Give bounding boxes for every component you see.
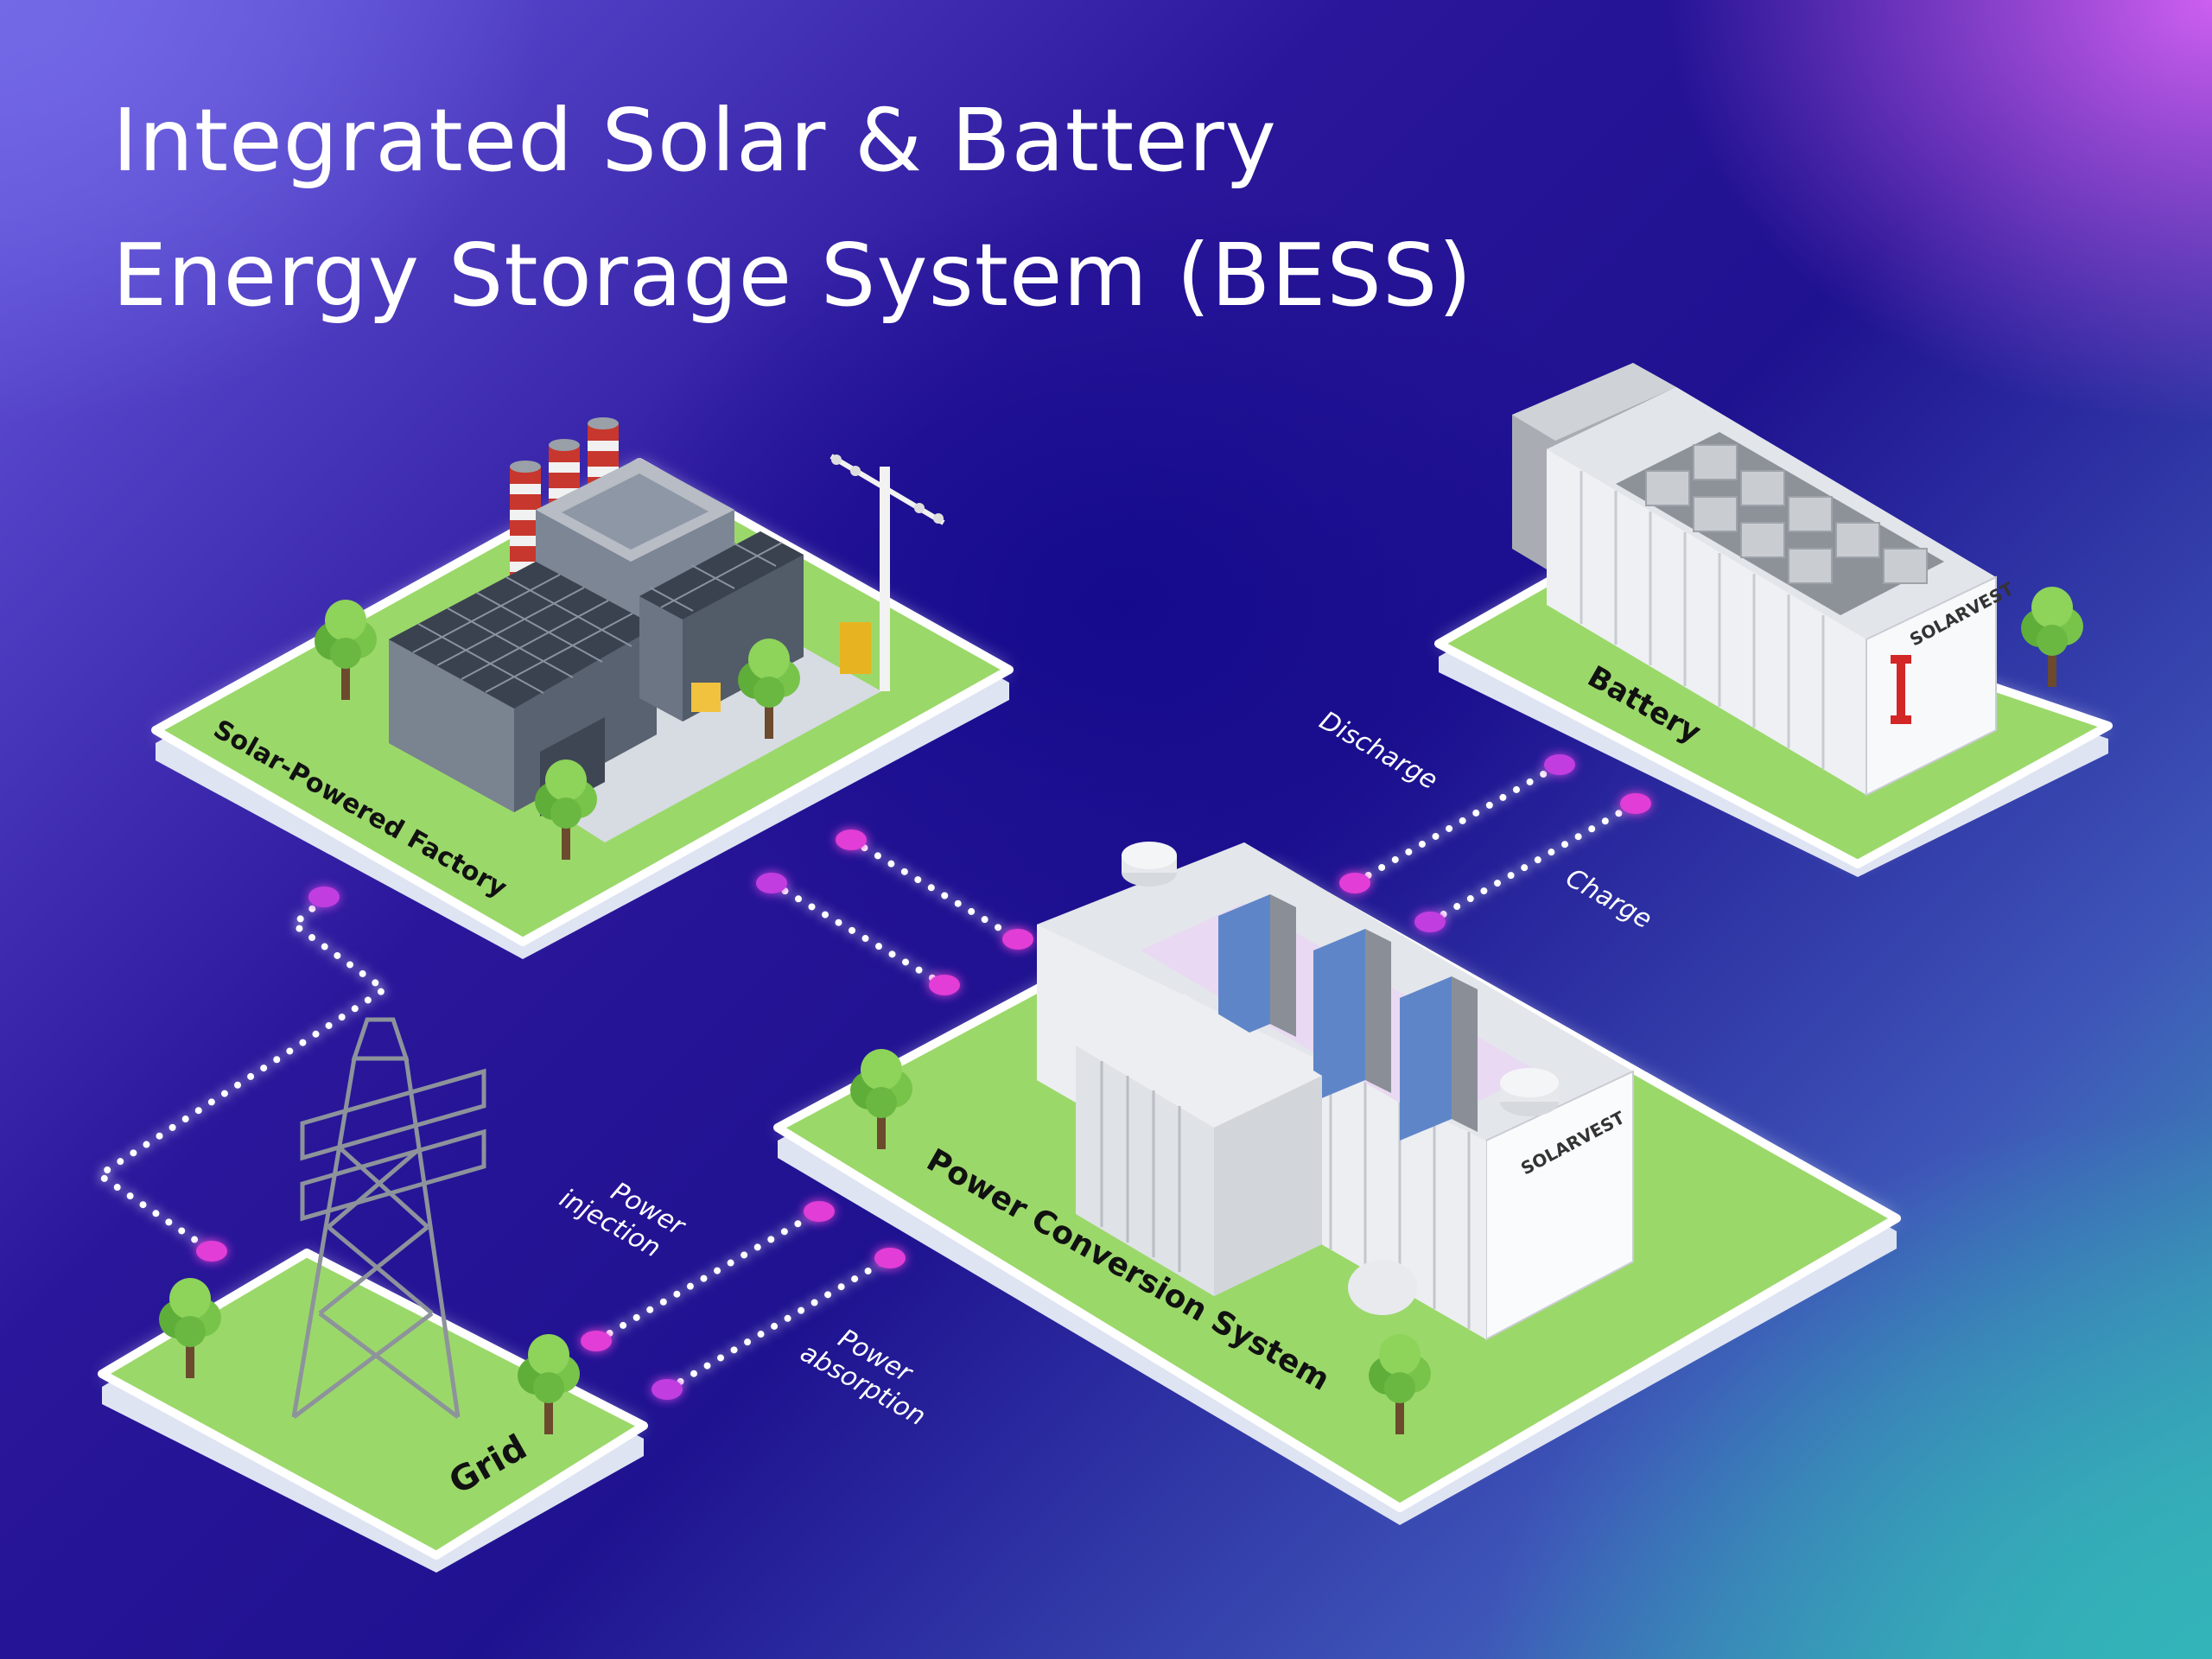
charge-label: Charge (1560, 863, 1656, 936)
pcs-container-illustration: SOLARVEST (850, 842, 1634, 1434)
discharge-line (1351, 761, 1563, 887)
dot-pcs-discharge (1339, 873, 1370, 893)
dot-factory-b (756, 873, 787, 893)
power-injection-line (593, 1208, 823, 1344)
page-title: Integrated Solar & Battery Energy Storag… (112, 73, 1472, 343)
dot-factory-grid (308, 887, 340, 907)
dot-grid-injection (581, 1331, 612, 1351)
power-absorption-label: Power absorption (795, 1311, 945, 1433)
flow-lines (92, 761, 1639, 1393)
dot-pcs-charge (1414, 912, 1446, 932)
discharge-label: Discharge (1314, 706, 1442, 797)
utility-pole-illustration (830, 454, 945, 691)
power-injection-label: Power injection (555, 1156, 697, 1273)
transmission-tower-illustration (291, 1017, 486, 1419)
dot-grid-factory (196, 1241, 227, 1262)
dot-pcs-a (1002, 929, 1033, 950)
dot-grid-absorption (652, 1379, 683, 1400)
dot-factory-a (836, 830, 867, 850)
factory-pcs-line-b (768, 880, 948, 988)
dot-battery-discharge (1544, 754, 1575, 775)
inverter-cabinets (1218, 894, 1478, 1141)
connector-dots (196, 754, 1651, 1400)
power-absorption-line (664, 1255, 893, 1393)
title-line-2: Energy Storage System (BESS) (112, 225, 1473, 326)
dot-pcs-absorption (874, 1248, 906, 1268)
title-line-1: Integrated Solar & Battery (112, 90, 1277, 191)
factory-building-illustration (315, 417, 945, 860)
factory-grid-line (92, 895, 391, 1255)
dot-pcs-b (929, 975, 960, 995)
factory-pcs-line-a (848, 836, 1021, 943)
battery-container-illustration: SOLARVEST (1512, 363, 2083, 797)
grid-platform (98, 1249, 648, 1573)
dot-battery-charge (1620, 793, 1651, 814)
dot-pcs-injection (804, 1201, 835, 1222)
solar-roof-panels (389, 562, 657, 709)
